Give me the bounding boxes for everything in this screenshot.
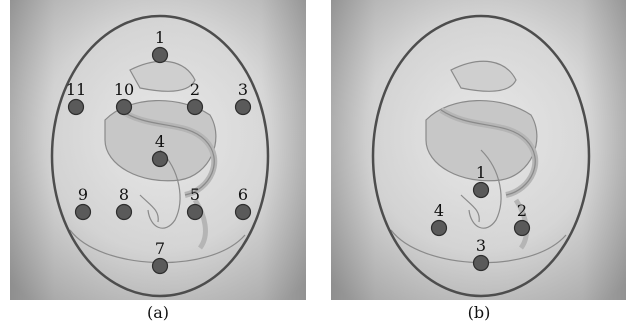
caption-b: (b): [331, 303, 626, 322]
point-marker-2: [515, 221, 530, 236]
point-label-5: 5: [190, 185, 200, 204]
point-label-2: 2: [190, 80, 200, 99]
caption-a: (a): [10, 303, 306, 322]
abdomen-illustration-a: 1 2 3 4 5 6 7 8 9 10 11: [10, 0, 306, 300]
point-label-9: 9: [78, 185, 88, 204]
point-marker-8: [117, 205, 132, 220]
point-marker-3: [236, 100, 251, 115]
point-marker-3: [474, 256, 489, 271]
point-marker-9: [76, 205, 91, 220]
point-marker-1: [474, 183, 489, 198]
point-marker-7: [153, 259, 168, 274]
point-label-1: 1: [155, 28, 165, 47]
point-label-2: 2: [517, 201, 527, 220]
point-marker-11: [69, 100, 84, 115]
panel-a: 1 2 3 4 5 6 7 8 9 10 11: [10, 0, 306, 300]
point-marker-5: [188, 205, 203, 220]
point-label-1: 1: [476, 163, 486, 182]
point-label-7: 7: [155, 239, 165, 258]
point-marker-4: [153, 152, 168, 167]
point-label-11: 11: [66, 80, 86, 99]
point-marker-10: [117, 100, 132, 115]
point-label-10: 10: [114, 80, 134, 99]
point-marker-6: [236, 205, 251, 220]
point-marker-4: [432, 221, 447, 236]
point-marker-1: [153, 48, 168, 63]
point-marker-2: [188, 100, 203, 115]
point-label-8: 8: [119, 185, 129, 204]
point-label-4: 4: [434, 201, 444, 220]
point-label-3: 3: [238, 80, 248, 99]
abdomen-illustration-b: 1 2 3 4: [331, 0, 626, 300]
point-label-3: 3: [476, 236, 486, 255]
point-label-6: 6: [238, 185, 248, 204]
panel-b: 1 2 3 4: [331, 0, 626, 300]
point-label-4: 4: [155, 132, 165, 151]
